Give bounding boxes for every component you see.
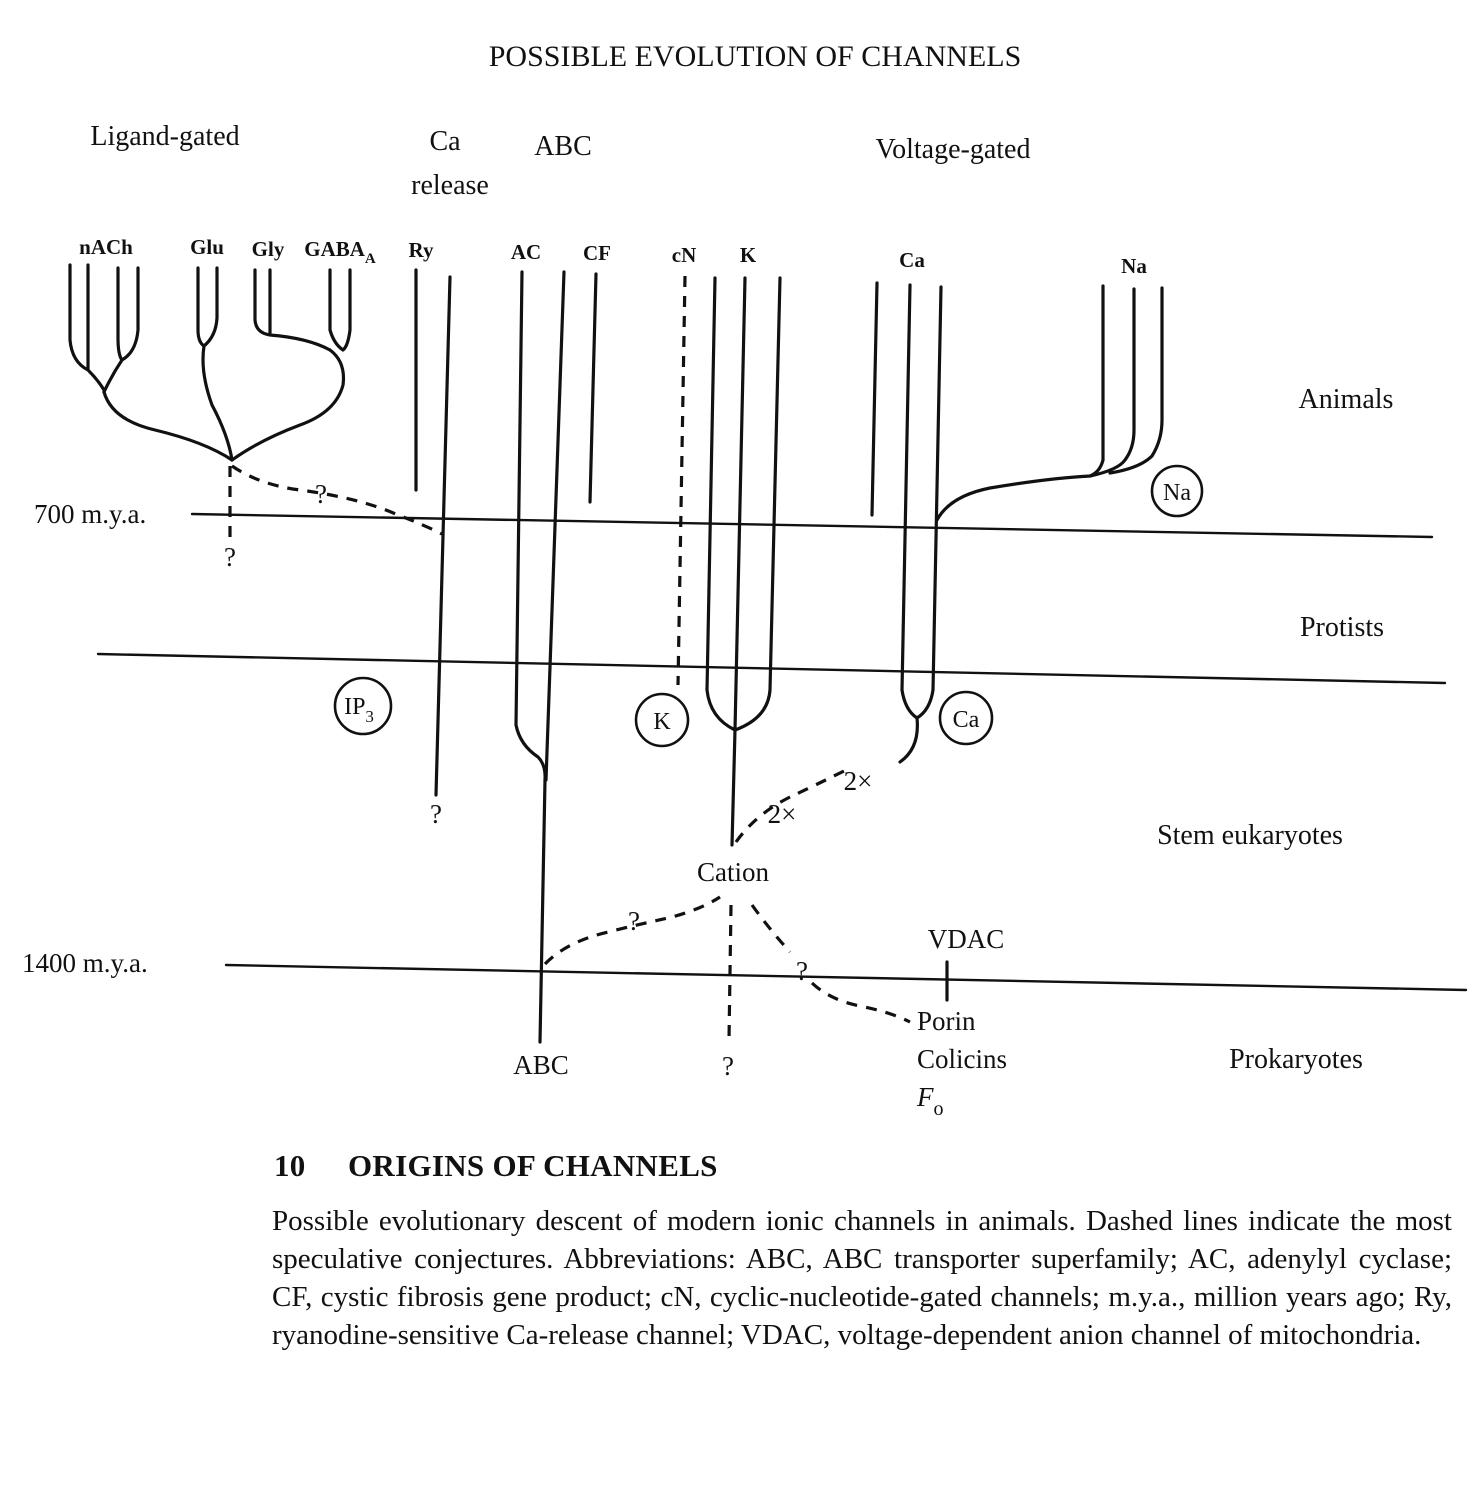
time-700-mya: 700 m.y.a. (34, 499, 146, 529)
svg-text:K: K (653, 709, 671, 735)
porin-label: Porin (917, 1006, 976, 1036)
group-voltage-gated: Voltage-gated (876, 134, 1031, 165)
svg-text:Na: Na (1163, 480, 1191, 506)
leaf-nach: nACh (79, 235, 133, 259)
group-abc: ABC (534, 131, 592, 162)
svg-text:?: ? (628, 906, 640, 936)
potassium-cation-tree: 2× Cation (676, 275, 851, 887)
cation-node: Cation (697, 857, 769, 887)
caption-heading: 10 ORIGINS OF CHANNELS (274, 1148, 1452, 1184)
colicins-label: Colicins (917, 1044, 1007, 1074)
voltage-gated-tree: 2× (844, 281, 1164, 796)
abc-root-label: ABC (513, 1050, 569, 1080)
leaf-gaba: GABAA (304, 237, 376, 267)
cation-origin-paths: ? ? ? (543, 895, 911, 1081)
boundary-700-mya (190, 512, 1434, 539)
leaf-cf: CF (583, 241, 611, 265)
circled-k: K (634, 692, 690, 748)
era-animals: Animals (1299, 384, 1394, 415)
leaf-glu: Glu (190, 235, 224, 259)
leaf-k: K (740, 243, 757, 267)
circled-ip3: IP3 (333, 676, 393, 736)
svg-text:?: ? (796, 956, 808, 986)
leaf-ry: Ry (409, 238, 434, 262)
leaf-cn: cN (672, 243, 697, 267)
svg-text:2×: 2× (768, 799, 797, 829)
circled-ca: Ca (938, 690, 994, 746)
ryanodine-branch: ? (414, 268, 452, 829)
vdac-group: VDAC Porin Colicins Fo (916, 924, 1007, 1120)
figure-caption: 10 ORIGINS OF CHANNELS Possible evolution… (272, 1148, 1452, 1354)
svg-text:?: ? (315, 479, 327, 509)
caption-number: 10 (274, 1148, 306, 1183)
svg-text:?: ? (430, 799, 442, 829)
group-ca-release-line2: release (411, 170, 489, 201)
era-prokaryotes: Prokaryotes (1229, 1044, 1363, 1075)
leaf-na: Na (1121, 254, 1147, 278)
vdac-label: VDAC (928, 924, 1005, 954)
leaf-ca: Ca (899, 248, 925, 272)
svg-text:IP3: IP3 (344, 694, 374, 726)
svg-text:?: ? (224, 542, 236, 572)
svg-text:?: ? (722, 1051, 734, 1081)
group-ligand-gated: Ligand-gated (90, 121, 239, 152)
diagram-title: POSSIBLE EVOLUTION OF CHANNELS (489, 40, 1022, 73)
abc-family-tree: ABC (513, 270, 598, 1080)
group-ca-release-line1: Ca (429, 126, 461, 157)
era-protists: Protists (1300, 612, 1384, 643)
circled-na: Na (1150, 464, 1204, 518)
caption-title: ORIGINS OF CHANNELS (348, 1148, 718, 1183)
leaf-gly: Gly (252, 237, 285, 261)
fo-label: Fo (916, 1082, 944, 1120)
caption-body: Possible evolutionary descent of modern … (272, 1205, 1452, 1351)
era-stem-eukaryotes: Stem eukaryotes (1157, 820, 1343, 851)
time-1400-mya: 1400 m.y.a. (22, 948, 148, 978)
leaf-ac: AC (511, 240, 541, 264)
svg-text:2×: 2× (844, 766, 873, 796)
ligand-gated-tree: ? ? (68, 263, 443, 572)
boundary-1400-mya (224, 963, 1468, 992)
svg-text:Ca: Ca (953, 707, 980, 733)
